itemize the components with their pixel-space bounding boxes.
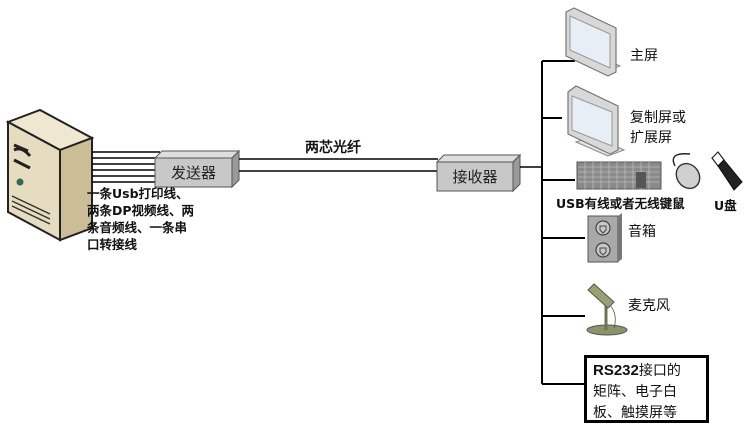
rs232-label-line: 板、触摸屏等 [593, 405, 677, 421]
computer-tower-icon [5, 108, 95, 242]
keyboard-icon [576, 161, 662, 190]
rs232-label-suffix: 接口的 [638, 363, 681, 379]
monitor-icon [565, 7, 622, 77]
monitor-icon [567, 85, 626, 157]
rs232-label-prefix: RS232 [593, 362, 639, 379]
cable-description-line: 一条Usb打印线、 [87, 186, 189, 201]
transmitter-box [153, 149, 241, 189]
microphone-icon [586, 283, 628, 336]
main-screen-label: 主屏 [630, 48, 658, 64]
receiver-box [435, 153, 522, 193]
microphone-label: 麦克风 [628, 298, 670, 314]
fiber-label: 两芯光纤 [305, 140, 361, 156]
usb-drive-icon [711, 151, 743, 191]
cable-description-line: 口转接线 [87, 237, 138, 252]
cable-description: 一条Usb打印线、 两条DP视频线、两 条音频线、一条串 口转接线 [87, 185, 194, 253]
rs232-label-line: RS232接口的 [593, 360, 700, 382]
rs232-label-line: 矩阵、电子白 [593, 384, 677, 400]
rs232-device-box: RS232接口的 矩阵、电子白 板、触摸屏等 [584, 355, 709, 423]
mirror-screen-label-line: 复制屏或 [630, 110, 686, 126]
keyboard-mouse-label: USB有线或者无线键鼠 [556, 196, 685, 211]
fiber-link [239, 158, 438, 172]
cable-description-line: 两条DP视频线、两 [87, 203, 195, 218]
transmitter-label: 发送器 [170, 164, 216, 182]
mirror-screen-label-line: 扩展屏 [630, 130, 672, 146]
receiver-label: 接收器 [452, 168, 498, 186]
usb-drive-label: U盘 [714, 198, 737, 213]
bus-branches [542, 60, 585, 385]
cable-bundle [92, 151, 160, 183]
cable-description-line: 条音频线、一条串 [87, 220, 188, 235]
mouse-icon [672, 153, 701, 190]
speaker-icon [587, 213, 622, 263]
mirror-screen-label: 复制屏或 扩展屏 [630, 108, 686, 148]
speaker-label: 音箱 [628, 224, 656, 240]
